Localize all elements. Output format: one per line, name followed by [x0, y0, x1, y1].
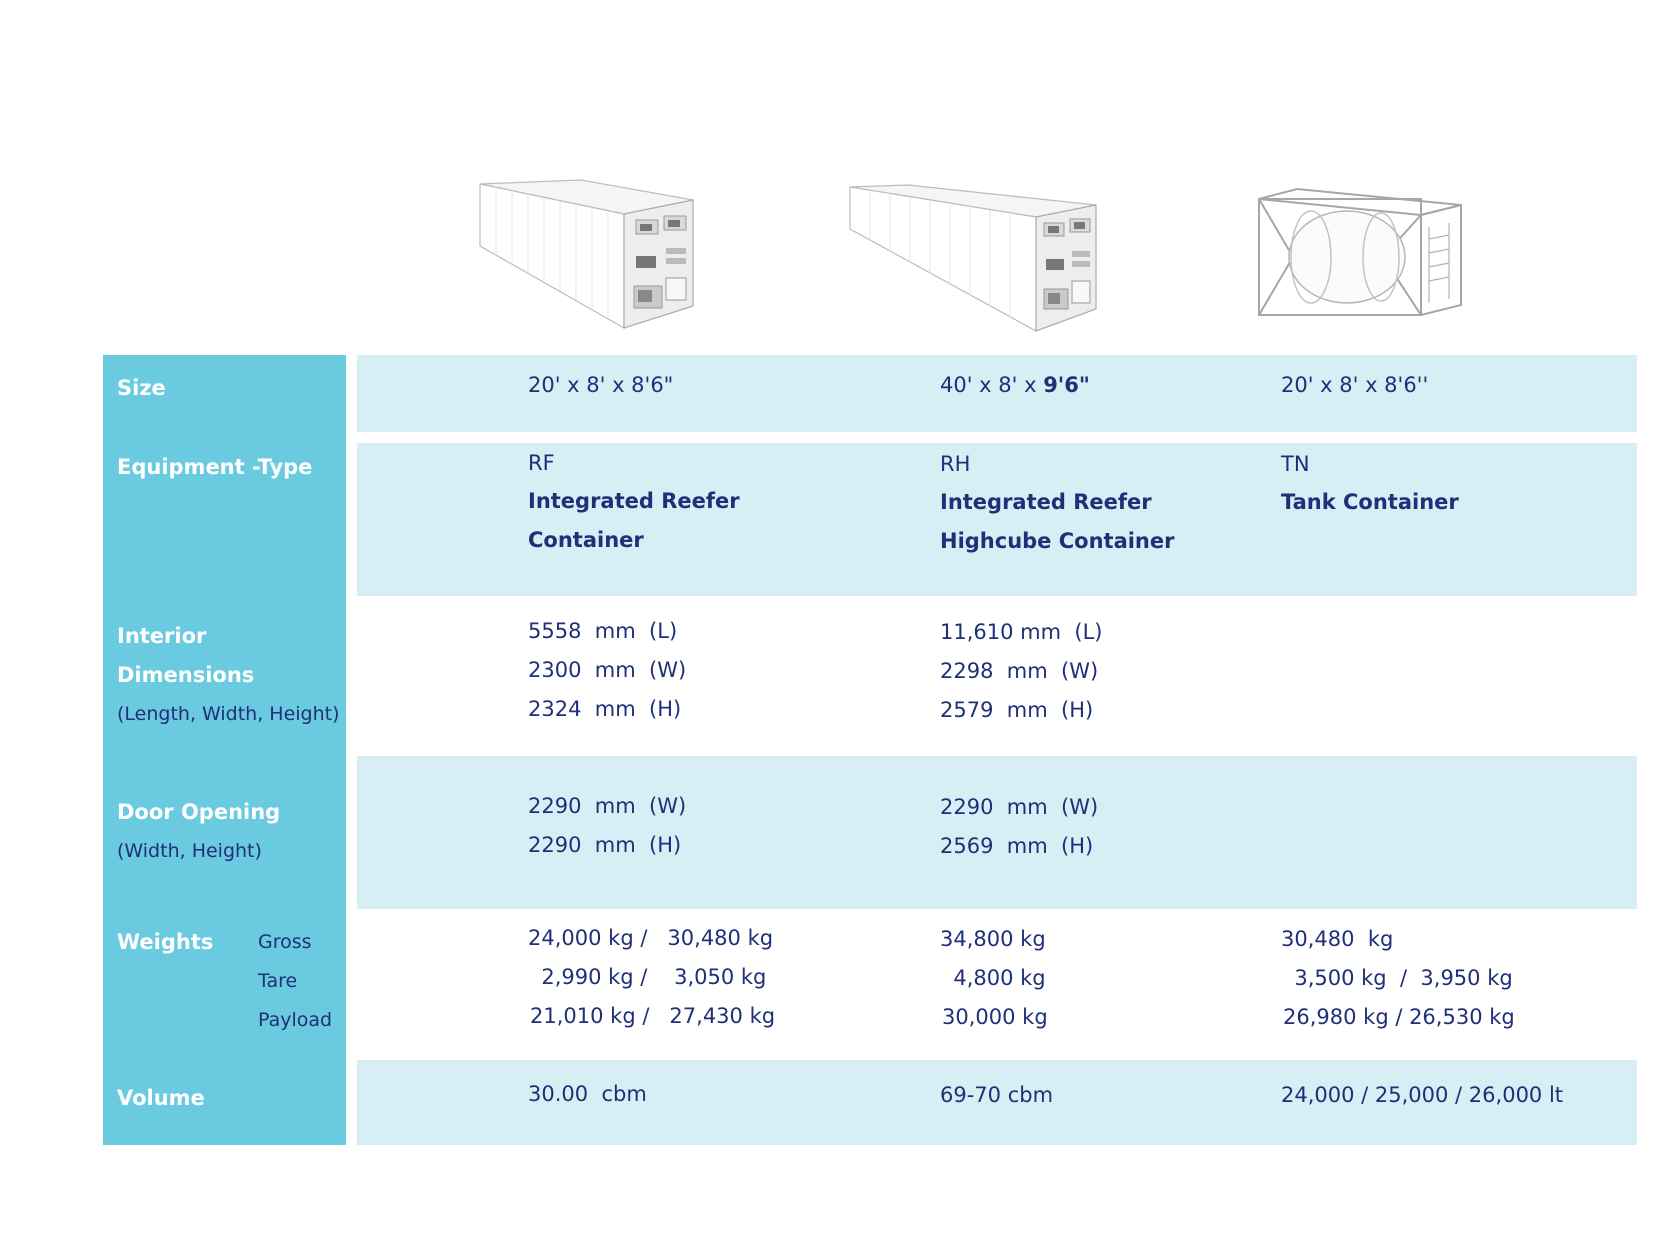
interior-label-line1: Interior [117, 624, 207, 648]
rf-size: 20' x 8' x 8'6" [528, 373, 674, 397]
weights-label: Weights [117, 930, 214, 954]
rf-interior-length: 5558 mm (L) [528, 619, 678, 643]
rh-weight-gross: 34,800 kg [940, 927, 1046, 951]
size-row-band [357, 355, 1637, 432]
rh-door-width: 2290 mm (W) [940, 795, 1099, 819]
interior-sublabel: (Length, Width, Height) [117, 703, 340, 725]
rf-weight-payload: 21,010 kg / 27,430 kg [530, 1004, 776, 1028]
size-label: Size [117, 376, 166, 400]
weights-gross-label: Gross [258, 931, 312, 953]
row-header-sidebar [103, 355, 346, 1145]
door-opening-label: Door Opening [117, 800, 281, 824]
rf-name-line1: Integrated Reefer [528, 489, 740, 513]
reefer-container-20ft-image [479, 179, 694, 330]
tn-name: Tank Container [1281, 490, 1459, 514]
rf-weight-gross: 24,000 kg / 30,480 kg [528, 926, 774, 950]
rh-code: RH [940, 452, 971, 476]
rf-door-height: 2290 mm (H) [528, 833, 682, 857]
equipment-row-band [357, 443, 1637, 596]
rf-volume: 30.00 cbm [528, 1082, 647, 1106]
rf-weight-tare: 2,990 kg / 3,050 kg [528, 965, 767, 989]
rf-name-line2: Container [528, 528, 644, 552]
rh-door-height: 2569 mm (H) [940, 834, 1094, 858]
rf-door-width: 2290 mm (W) [528, 794, 687, 818]
volume-row-band [357, 1060, 1637, 1145]
volume-label: Volume [117, 1086, 205, 1110]
tn-code: TN [1281, 452, 1310, 476]
rf-interior-height: 2324 mm (H) [528, 697, 682, 721]
tank-container-image [1258, 187, 1462, 316]
equipment-type-label: Equipment -Type [117, 455, 313, 479]
interior-label-line2: Dimensions [117, 663, 255, 687]
rf-code: RF [528, 451, 555, 475]
rf-interior-width: 2300 mm (W) [528, 658, 687, 682]
tn-size: 20' x 8' x 8'6'' [1281, 373, 1429, 397]
tn-weight-tare: 3,500 kg / 3,950 kg [1281, 966, 1513, 990]
rh-size: 40' x 8' x 9'6" [940, 373, 1090, 397]
tn-weight-payload: 26,980 kg / 26,530 kg [1283, 1005, 1515, 1029]
rh-interior-height: 2579 mm (H) [940, 698, 1094, 722]
rh-size-prefix: 40' x 8' x [940, 373, 1044, 397]
weights-payload-label: Payload [258, 1009, 333, 1031]
rh-name-line2: Highcube Container [940, 529, 1175, 553]
rh-interior-length: 11,610 mm (L) [940, 620, 1103, 644]
tn-volume: 24,000 / 25,000 / 26,000 lt [1281, 1083, 1564, 1107]
rh-weight-tare: 4,800 kg [940, 966, 1046, 990]
reefer-container-40ft-image [849, 184, 1097, 333]
rh-weight-payload: 30,000 kg [942, 1005, 1048, 1029]
rh-name-line1: Integrated Reefer [940, 490, 1152, 514]
rh-size-height: 9'6" [1043, 373, 1090, 397]
door-opening-sublabel: (Width, Height) [117, 840, 262, 862]
rh-volume: 69-70 cbm [940, 1083, 1054, 1107]
rh-interior-width: 2298 mm (W) [940, 659, 1099, 683]
door-row-band [357, 756, 1637, 909]
tn-weight-gross: 30,480 kg [1281, 927, 1394, 951]
weights-tare-label: Tare [258, 970, 298, 992]
